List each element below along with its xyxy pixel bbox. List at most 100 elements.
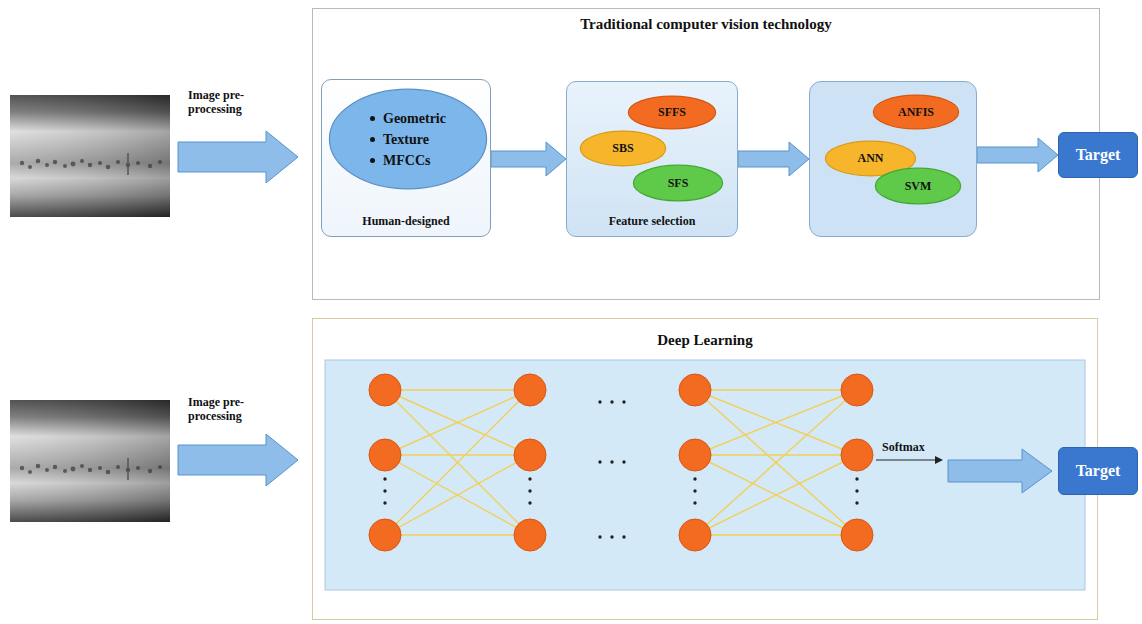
text-list: Target [1076, 145, 1121, 165]
block-arrow [977, 138, 1058, 172]
text-wrap: SBS [579, 130, 667, 167]
node-text: SFS [668, 176, 689, 191]
network-ground [325, 360, 1085, 590]
method-ellipse: SFS [632, 164, 724, 202]
bullet-text: Geometric [383, 108, 446, 129]
neuron [841, 374, 873, 406]
stage-box: ANFIS ANN SVM [809, 81, 977, 237]
ellipse-shape [873, 95, 958, 129]
ellipse-shape [875, 168, 960, 204]
node-text: SBS [612, 141, 633, 156]
node-text: ANN [858, 151, 884, 166]
target-box: Target [1058, 132, 1138, 178]
neuron [514, 439, 546, 471]
bullet-dot [370, 116, 375, 121]
text-wrap: Deep Learning [313, 331, 1097, 350]
panel-title: Traditional computer vision technology [580, 15, 832, 34]
text-list: Deep Learning [657, 331, 752, 350]
arrow-head [935, 456, 943, 464]
neuron [369, 374, 401, 406]
ellipse-shape [580, 131, 665, 166]
box-caption: Human-designed [362, 214, 449, 229]
text-wrap: SFFS [627, 95, 717, 130]
ellipsis-dots [600, 460, 625, 463]
method-panel: Traditional computer vision technologyHu… [312, 8, 1100, 300]
output-arrow [876, 460, 936, 461]
neuron [514, 519, 546, 551]
text-list: Target [1076, 461, 1121, 481]
step-label: Image pre-processing [188, 88, 288, 116]
bullet-row: MFCCs [370, 150, 446, 171]
block-arrow [178, 434, 298, 486]
stage-box: Feature selection SFFS SBS SFS [566, 81, 738, 237]
text-wrap: SVM [874, 167, 962, 205]
node-text: Target [1076, 145, 1121, 165]
ellipsis-dots [600, 400, 625, 403]
block-arrow [491, 142, 566, 176]
block-arrow [948, 449, 1052, 493]
text-wrap: Target [1059, 448, 1137, 494]
ellipsis-dots [693, 479, 696, 504]
target-box: Target [1058, 447, 1138, 495]
ellipsis-dots [855, 479, 858, 504]
bullet-row: Geometric [370, 108, 446, 129]
ellipse-shape [329, 89, 486, 189]
text-wrap: Feature selection [567, 214, 737, 229]
bullet-text: MFCCs [383, 150, 430, 171]
block-arrow [738, 142, 809, 176]
neuron [369, 519, 401, 551]
ellipsis-dots [528, 479, 531, 504]
xray-image [10, 95, 170, 217]
stage-box: Human-designed GeometricTextureMFCCs [321, 79, 491, 237]
node-text: SVM [905, 179, 932, 194]
text-list: Feature selection [609, 214, 696, 229]
ellipsis-dots [600, 535, 625, 538]
feature-ellipse: GeometricTextureMFCCs [327, 86, 489, 192]
text-wrap: SFS [632, 164, 724, 202]
ellipsis-dots [383, 479, 386, 504]
ellipse-shape [633, 165, 722, 201]
bullet-text: Texture [383, 129, 429, 150]
neuron [679, 519, 711, 551]
bullet-dot [370, 158, 375, 163]
neuron [679, 374, 711, 406]
neuron [514, 374, 546, 406]
node-text: SFFS [658, 105, 686, 120]
neuron [679, 439, 711, 471]
function-label: Softmax [882, 440, 942, 454]
method-ellipse: SFFS [627, 95, 717, 130]
block-arrow [178, 131, 298, 183]
method-ellipse: SVM [874, 167, 962, 205]
text-list: SBS [612, 141, 633, 156]
text-list: SFFS [658, 105, 686, 120]
method-ellipse: SBS [579, 130, 667, 167]
bullet-dot [370, 137, 375, 142]
node-text: Target [1076, 461, 1121, 481]
text-list: SFS [668, 176, 689, 191]
text-wrap: ANFIS [872, 94, 960, 130]
xray-image [10, 400, 170, 522]
text-wrap: Target [1059, 133, 1137, 177]
text-list: Traditional computer vision technology [580, 15, 832, 34]
neuron [369, 439, 401, 471]
step-label: Image pre-processing [188, 395, 288, 423]
text-list: ANFIS [898, 105, 934, 120]
synapse-lines [385, 390, 857, 535]
panel-title: Deep Learning [657, 331, 752, 350]
bullet-row: Texture [370, 129, 446, 150]
node-text: ANFIS [898, 105, 934, 120]
neuron [841, 519, 873, 551]
box-caption: Feature selection [609, 214, 696, 229]
text-list: ANN [858, 151, 884, 166]
text-wrap: Human-designed [322, 214, 490, 229]
text-list: GeometricTextureMFCCs [370, 108, 446, 171]
text-list: SVM [905, 179, 932, 194]
neuron [841, 439, 873, 471]
text-wrap: Traditional computer vision technology [313, 15, 1099, 34]
ellipse-shape [628, 96, 715, 129]
method-panel: Deep Learning [312, 318, 1098, 620]
text-wrap: GeometricTextureMFCCs [327, 86, 489, 192]
text-list: Human-designed [362, 214, 449, 229]
method-ellipse: ANFIS [872, 94, 960, 130]
